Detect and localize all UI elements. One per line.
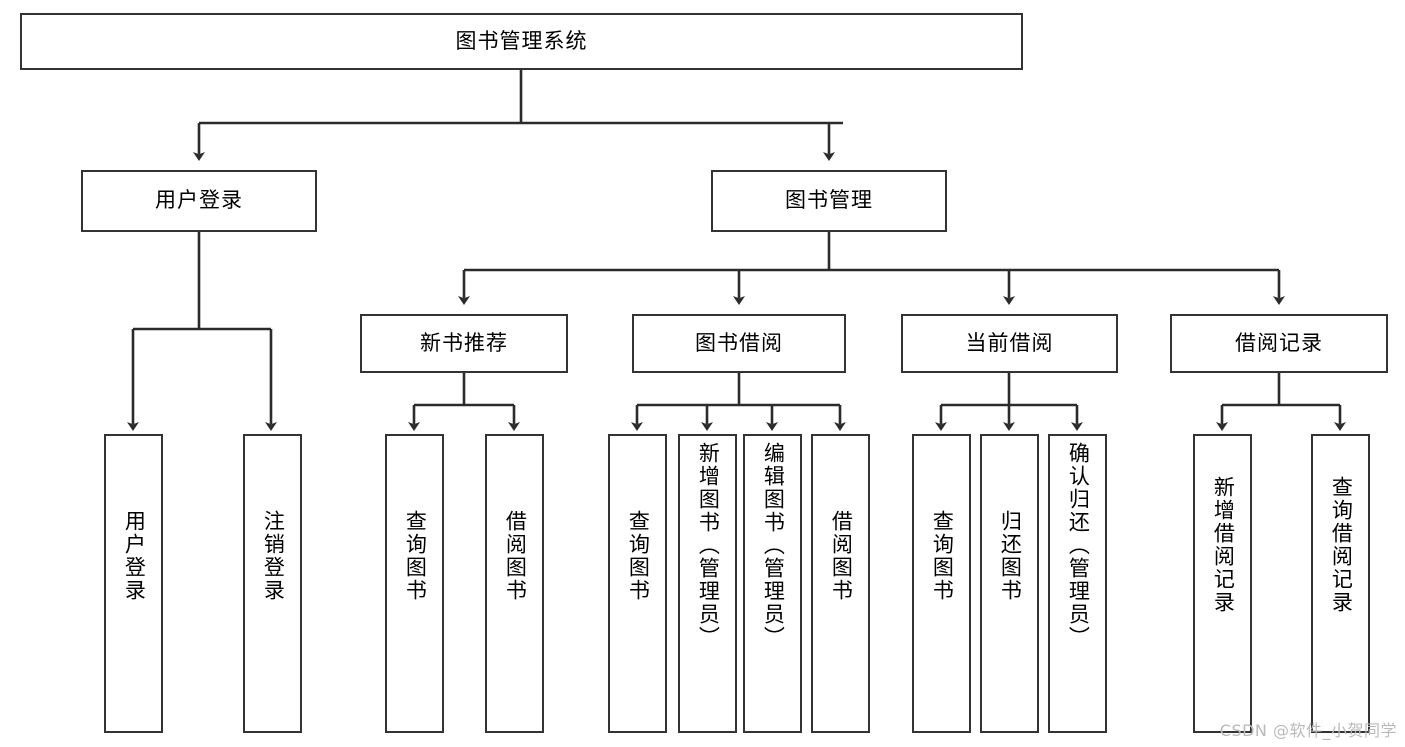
node-leaf-add-book[interactable]: 新增图书（管理员）	[678, 434, 737, 733]
node-root[interactable]: 图书管理系统	[20, 13, 1023, 70]
node-book-borrow[interactable]: 图书借阅	[632, 314, 846, 373]
node-leaf-borrow-book-1[interactable]: 借阅图书	[485, 434, 544, 733]
node-leaf-add-book-label: 新增图书（管理员）	[696, 442, 721, 649]
node-leaf-confirm-return[interactable]: 确认归还（管理员）	[1048, 434, 1107, 733]
node-book-manage[interactable]: 图书管理	[711, 170, 947, 232]
node-leaf-add-record-label: 新增借阅记录	[1211, 476, 1236, 614]
node-leaf-confirm-return-label: 确认归还（管理员）	[1066, 442, 1091, 649]
node-leaf-user-login[interactable]: 用户登录	[104, 434, 163, 733]
node-new-book-recommend[interactable]: 新书推荐	[360, 314, 568, 373]
node-leaf-user-login-label: 用户登录	[122, 510, 147, 602]
node-new-book-recommend-label: 新书推荐	[420, 330, 508, 355]
node-root-label: 图书管理系统	[455, 28, 588, 53]
node-leaf-logout-login[interactable]: 注销登录	[243, 434, 302, 733]
node-leaf-query-book-3[interactable]: 查询图书	[912, 434, 971, 733]
watermark-text: CSDN @软件_小贺同学	[1219, 721, 1397, 740]
node-leaf-add-record[interactable]: 新增借阅记录	[1193, 434, 1252, 733]
node-leaf-query-book-1-label: 查询图书	[403, 510, 428, 602]
node-leaf-edit-book-label: 编辑图书（管理员）	[761, 442, 786, 649]
node-leaf-borrow-book-1-label: 借阅图书	[503, 510, 528, 602]
node-current-borrow[interactable]: 当前借阅	[901, 314, 1118, 373]
node-borrow-record-label: 借阅记录	[1235, 330, 1323, 355]
node-user-login-label: 用户登录	[155, 188, 243, 213]
node-leaf-borrow-book-2-label: 借阅图书	[829, 510, 854, 602]
node-leaf-query-record[interactable]: 查询借阅记录	[1311, 434, 1370, 733]
node-leaf-edit-book[interactable]: 编辑图书（管理员）	[743, 434, 802, 733]
node-leaf-query-book-1[interactable]: 查询图书	[385, 434, 444, 733]
node-leaf-query-book-3-label: 查询图书	[930, 510, 955, 602]
node-leaf-return-book[interactable]: 归还图书	[980, 434, 1039, 733]
node-leaf-query-book-2-label: 查询图书	[626, 510, 651, 602]
node-leaf-return-book-label: 归还图书	[998, 510, 1023, 602]
node-leaf-query-record-label: 查询借阅记录	[1329, 476, 1354, 614]
node-user-login[interactable]: 用户登录	[81, 170, 317, 232]
node-leaf-query-book-2[interactable]: 查询图书	[608, 434, 667, 733]
node-current-borrow-label: 当前借阅	[965, 330, 1054, 355]
node-borrow-record[interactable]: 借阅记录	[1170, 314, 1388, 373]
node-book-borrow-label: 图书借阅	[695, 330, 783, 355]
node-leaf-borrow-book-2[interactable]: 借阅图书	[811, 434, 870, 733]
node-book-manage-label: 图书管理	[785, 188, 873, 213]
node-leaf-logout-login-label: 注销登录	[261, 510, 286, 602]
